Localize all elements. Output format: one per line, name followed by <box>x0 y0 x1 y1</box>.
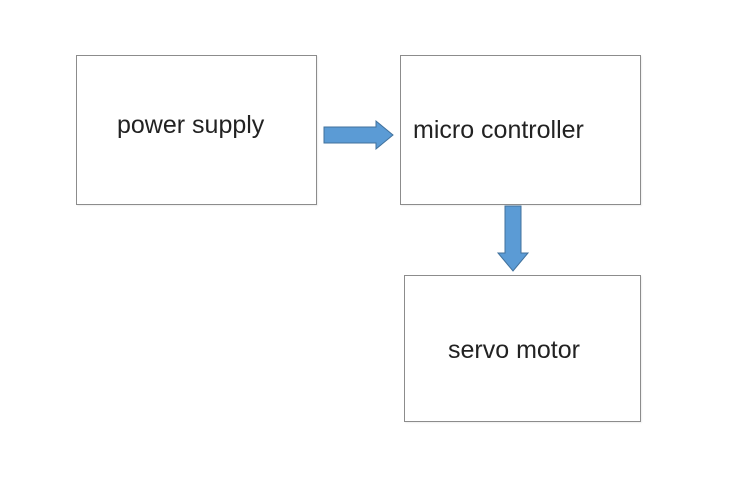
power-supply-block: power supply <box>76 55 317 205</box>
micro-controller-block: micro controller <box>400 55 641 205</box>
arrow-power-to-mcu <box>323 119 394 151</box>
arrow-mcu-to-servo <box>496 205 530 272</box>
servo-motor-label: servo motor <box>448 336 580 364</box>
servo-motor-block: servo motor <box>404 275 641 422</box>
power-supply-label: power supply <box>117 111 265 139</box>
micro-controller-label: micro controller <box>413 116 584 144</box>
